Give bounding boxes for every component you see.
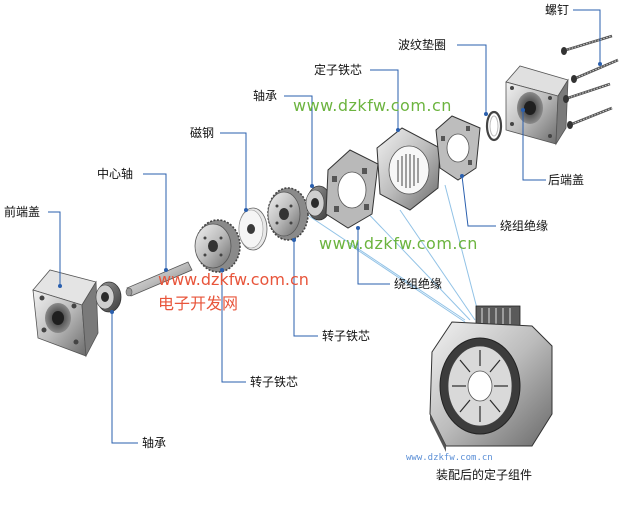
- label-rotor-core-mid: 转子铁芯: [322, 329, 371, 343]
- label-rotor-core-low: 转子铁芯: [250, 375, 299, 389]
- watermark-url-red: www.dzkfw.com.cn: [158, 270, 309, 289]
- label-winding-insulation-mid: 绕组绝缘: [394, 277, 443, 291]
- wave-washer-part: [485, 110, 503, 142]
- bearing-bottom-part: [95, 281, 122, 313]
- label-wave-washer: 波纹垫圈: [398, 38, 447, 52]
- label-winding-insulation-right: 绕组绝缘: [500, 219, 549, 233]
- watermark-site-name: 电子开发网: [158, 294, 239, 313]
- bearing-top-part: [305, 185, 332, 221]
- label-front-cover: 前端盖: [4, 205, 41, 219]
- rotor-core-mid-part: [267, 187, 309, 241]
- rear-cover-part: [505, 65, 569, 146]
- leader-lines: [48, 9, 602, 444]
- magnet-steel-part: [238, 207, 268, 251]
- winding-insulation-right-part: [435, 115, 481, 181]
- label-magnet-steel: 磁钢: [190, 126, 215, 140]
- label-rear-cover: 后端盖: [548, 173, 585, 187]
- label-bearing-top: 轴承: [253, 89, 278, 103]
- screws-part: [561, 34, 619, 129]
- watermark-url-middle: www.dzkfw.com.cn: [319, 234, 478, 253]
- assembled-stator-part: [429, 305, 553, 452]
- rotor-core-low-part: [194, 219, 241, 273]
- label-bearing-bottom: 轴承: [142, 436, 167, 450]
- watermark-url-top: www.dzkfw.com.cn: [293, 96, 452, 115]
- label-assembled-stator: 装配后的定子组件: [436, 468, 533, 482]
- label-screw: 螺钉: [545, 3, 570, 17]
- stator-core-part: [376, 127, 441, 211]
- front-cover-part: [32, 269, 99, 358]
- label-stator-core: 定子铁芯: [314, 63, 363, 77]
- assembly-rays: [299, 184, 481, 323]
- winding-insulation-mid-part: [325, 149, 379, 229]
- watermark-url-small: www.dzkfw.com.cn: [406, 453, 493, 463]
- label-center-shaft: 中心轴: [97, 167, 134, 181]
